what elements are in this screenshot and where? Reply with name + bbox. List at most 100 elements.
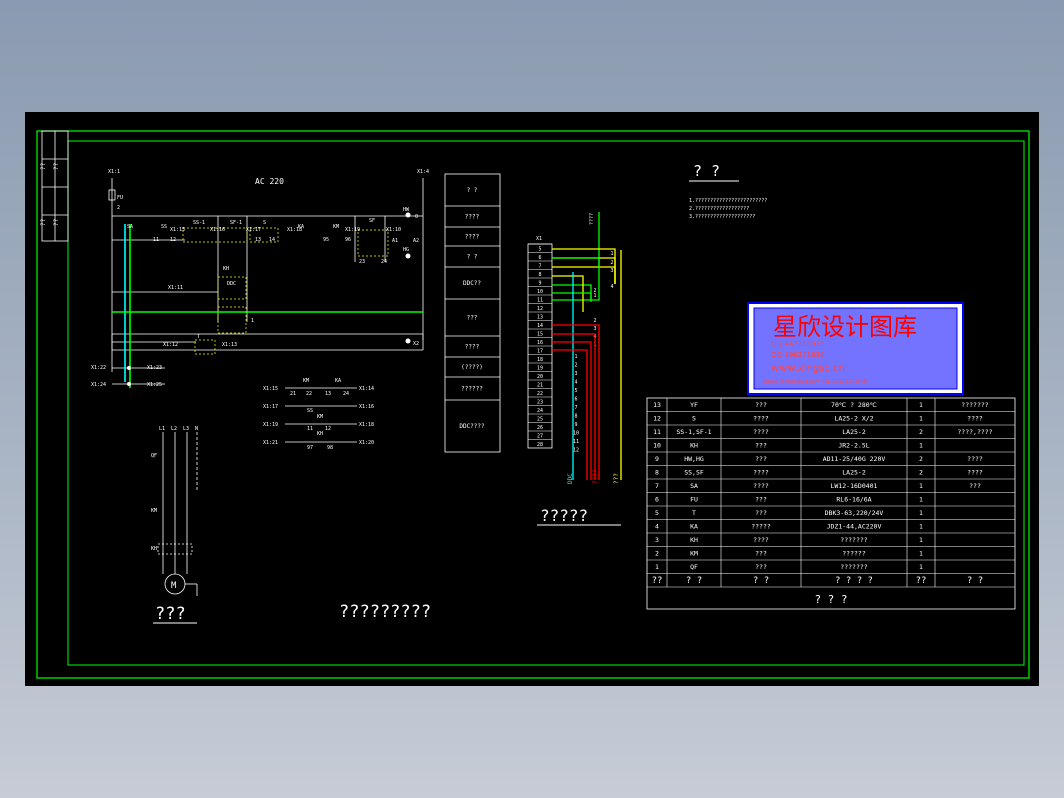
contact-96: 96 — [345, 237, 351, 243]
x16-label: X1:16 — [210, 227, 225, 233]
hw-label: HW — [403, 207, 410, 213]
parts-table-cell: ??????? — [961, 401, 988, 409]
hg-label: HG — [403, 247, 409, 253]
cable-top-label: ???? — [589, 213, 595, 225]
parts-table-title: ? ? ? — [814, 593, 847, 606]
relay-a: 11 — [307, 426, 313, 432]
parts-table-cell: ????? — [751, 523, 771, 531]
motor-n: N — [195, 426, 198, 432]
wire-label: 12 — [573, 448, 579, 454]
parts-table-cell: 4 — [655, 523, 659, 531]
relay-a: 97 — [307, 445, 313, 451]
terminal-number: 14 — [537, 323, 543, 329]
kh-label: KH — [223, 266, 229, 272]
wire-label: 10 — [573, 431, 579, 437]
relay-b: KH — [317, 431, 323, 437]
wire-label: 6 — [574, 397, 577, 403]
relay-row-4: X1:21 97 98 X1:20 — [263, 440, 374, 451]
sf1-label: SF-1 — [230, 220, 242, 226]
parts-table-cell: RL6-16/6A — [836, 496, 871, 504]
wire-label: 2 — [593, 318, 596, 324]
wire-label: 4 — [574, 380, 577, 386]
bus-bars — [112, 224, 423, 388]
x111-label: X1:11 — [168, 285, 183, 291]
parts-table-cell: 1 — [919, 496, 923, 504]
contact-24: 24 — [381, 259, 387, 265]
outer-frame — [36, 130, 1030, 679]
parts-table-cell: 2 — [919, 428, 923, 436]
parts-table-cell: 2 — [655, 550, 659, 558]
contact-95: 95 — [323, 237, 329, 243]
parts-table-cell: 1 — [655, 563, 659, 571]
function-column-frame — [444, 173, 501, 453]
relay-right: X1:14 — [359, 386, 374, 392]
parts-table-cell: YF — [690, 401, 698, 409]
note-3: 3.???????????????????? — [689, 214, 755, 220]
fu-label: FU — [117, 195, 123, 201]
parts-table-cell: JDZ1-44,AC220V — [827, 523, 882, 531]
cad-drawing-area[interactable]: ?? ?? ?? ?? AC 220 X1 — [25, 112, 1039, 686]
parts-table-cell: 1 — [919, 482, 923, 490]
sa-label: SA — [127, 224, 133, 230]
parts-table-cell: HW,HG — [684, 455, 704, 463]
parts-table-cell: 1 — [919, 509, 923, 517]
parts-table-cell: KH — [690, 442, 698, 450]
terminal-number: 28 — [537, 442, 543, 448]
watermark-contact: Email: xingsc@qq.com TEL:13115342900 — [763, 379, 867, 385]
parts-table-cell: T — [692, 509, 696, 517]
terminal-number: 21 — [537, 383, 543, 389]
motor-qf: QF — [151, 453, 157, 459]
relay-n1: 21 — [290, 391, 296, 397]
wire-label: 3 — [610, 268, 613, 274]
terminal-number: 6 — [538, 255, 541, 261]
dashed-boxes — [182, 227, 389, 355]
parts-table-cell: ??? — [755, 509, 767, 517]
terminal-number: 26 — [537, 425, 543, 431]
contact-23: 23 — [359, 259, 365, 265]
node-top-left: X1:1 — [108, 169, 120, 175]
parts-table-cell: 1 — [919, 536, 923, 544]
parts-table-cell: LA25-2 X/2 — [834, 415, 873, 423]
parts-table-cell: ??? — [755, 455, 767, 463]
parts-table-cell: 13 — [653, 401, 661, 409]
parts-table-cell: 2 — [919, 469, 923, 477]
parts-table-cell: ??? — [755, 496, 767, 504]
relay-b: KM — [317, 414, 323, 420]
cable-label-signal: ??? — [613, 473, 620, 484]
relay-b: KA — [335, 378, 341, 384]
relay-right: X1:20 — [359, 440, 374, 446]
motor-circuit — [157, 432, 198, 596]
supply-label: AC 220 — [255, 177, 284, 186]
parts-table-cell: ??????? — [840, 536, 867, 544]
parts-table-header: ?? — [652, 576, 663, 586]
parts-table-header: ?? — [916, 576, 927, 586]
terminal-number: 24 — [537, 408, 543, 414]
ss1-label: SS-1 — [193, 220, 205, 226]
relay-right: X1:18 — [359, 422, 374, 428]
parts-table-cell: LW12-16D0401 — [831, 482, 878, 490]
motor-l3: L3 — [183, 426, 189, 432]
a1-label: A1 — [392, 238, 398, 244]
parts-table-cell: ???? — [753, 469, 769, 477]
terminal-block: X156789101112131415161718192021222324252… — [527, 236, 614, 454]
parts-table-cell: ???? — [967, 415, 983, 423]
wire-label: 9 — [574, 422, 577, 428]
parts-table-cell: 2 — [919, 455, 923, 463]
parts-table-cell: ???? — [753, 482, 769, 490]
parts-table-cell: SS-1,SF-1 — [676, 428, 711, 436]
function-cell: ??? — [467, 315, 478, 322]
parts-table-cell: 12 — [653, 415, 661, 423]
terminal-number: 25 — [537, 417, 543, 423]
node-two: 2 — [117, 205, 120, 211]
ka-label: KA — [298, 224, 304, 230]
contact-12: 12 — [170, 237, 176, 243]
terminal-number: 27 — [537, 434, 543, 440]
wire-label: 4 — [610, 284, 613, 290]
parts-table-header: ? ? ? ? — [835, 576, 873, 586]
parts-table-cell: ???? — [753, 428, 769, 436]
terminal-circles — [127, 212, 411, 386]
parts-table-cell: ???? — [753, 536, 769, 544]
wire-label: 2 — [593, 288, 596, 294]
function-cell: ???? — [465, 234, 480, 241]
wire-label: 1 — [574, 354, 577, 360]
